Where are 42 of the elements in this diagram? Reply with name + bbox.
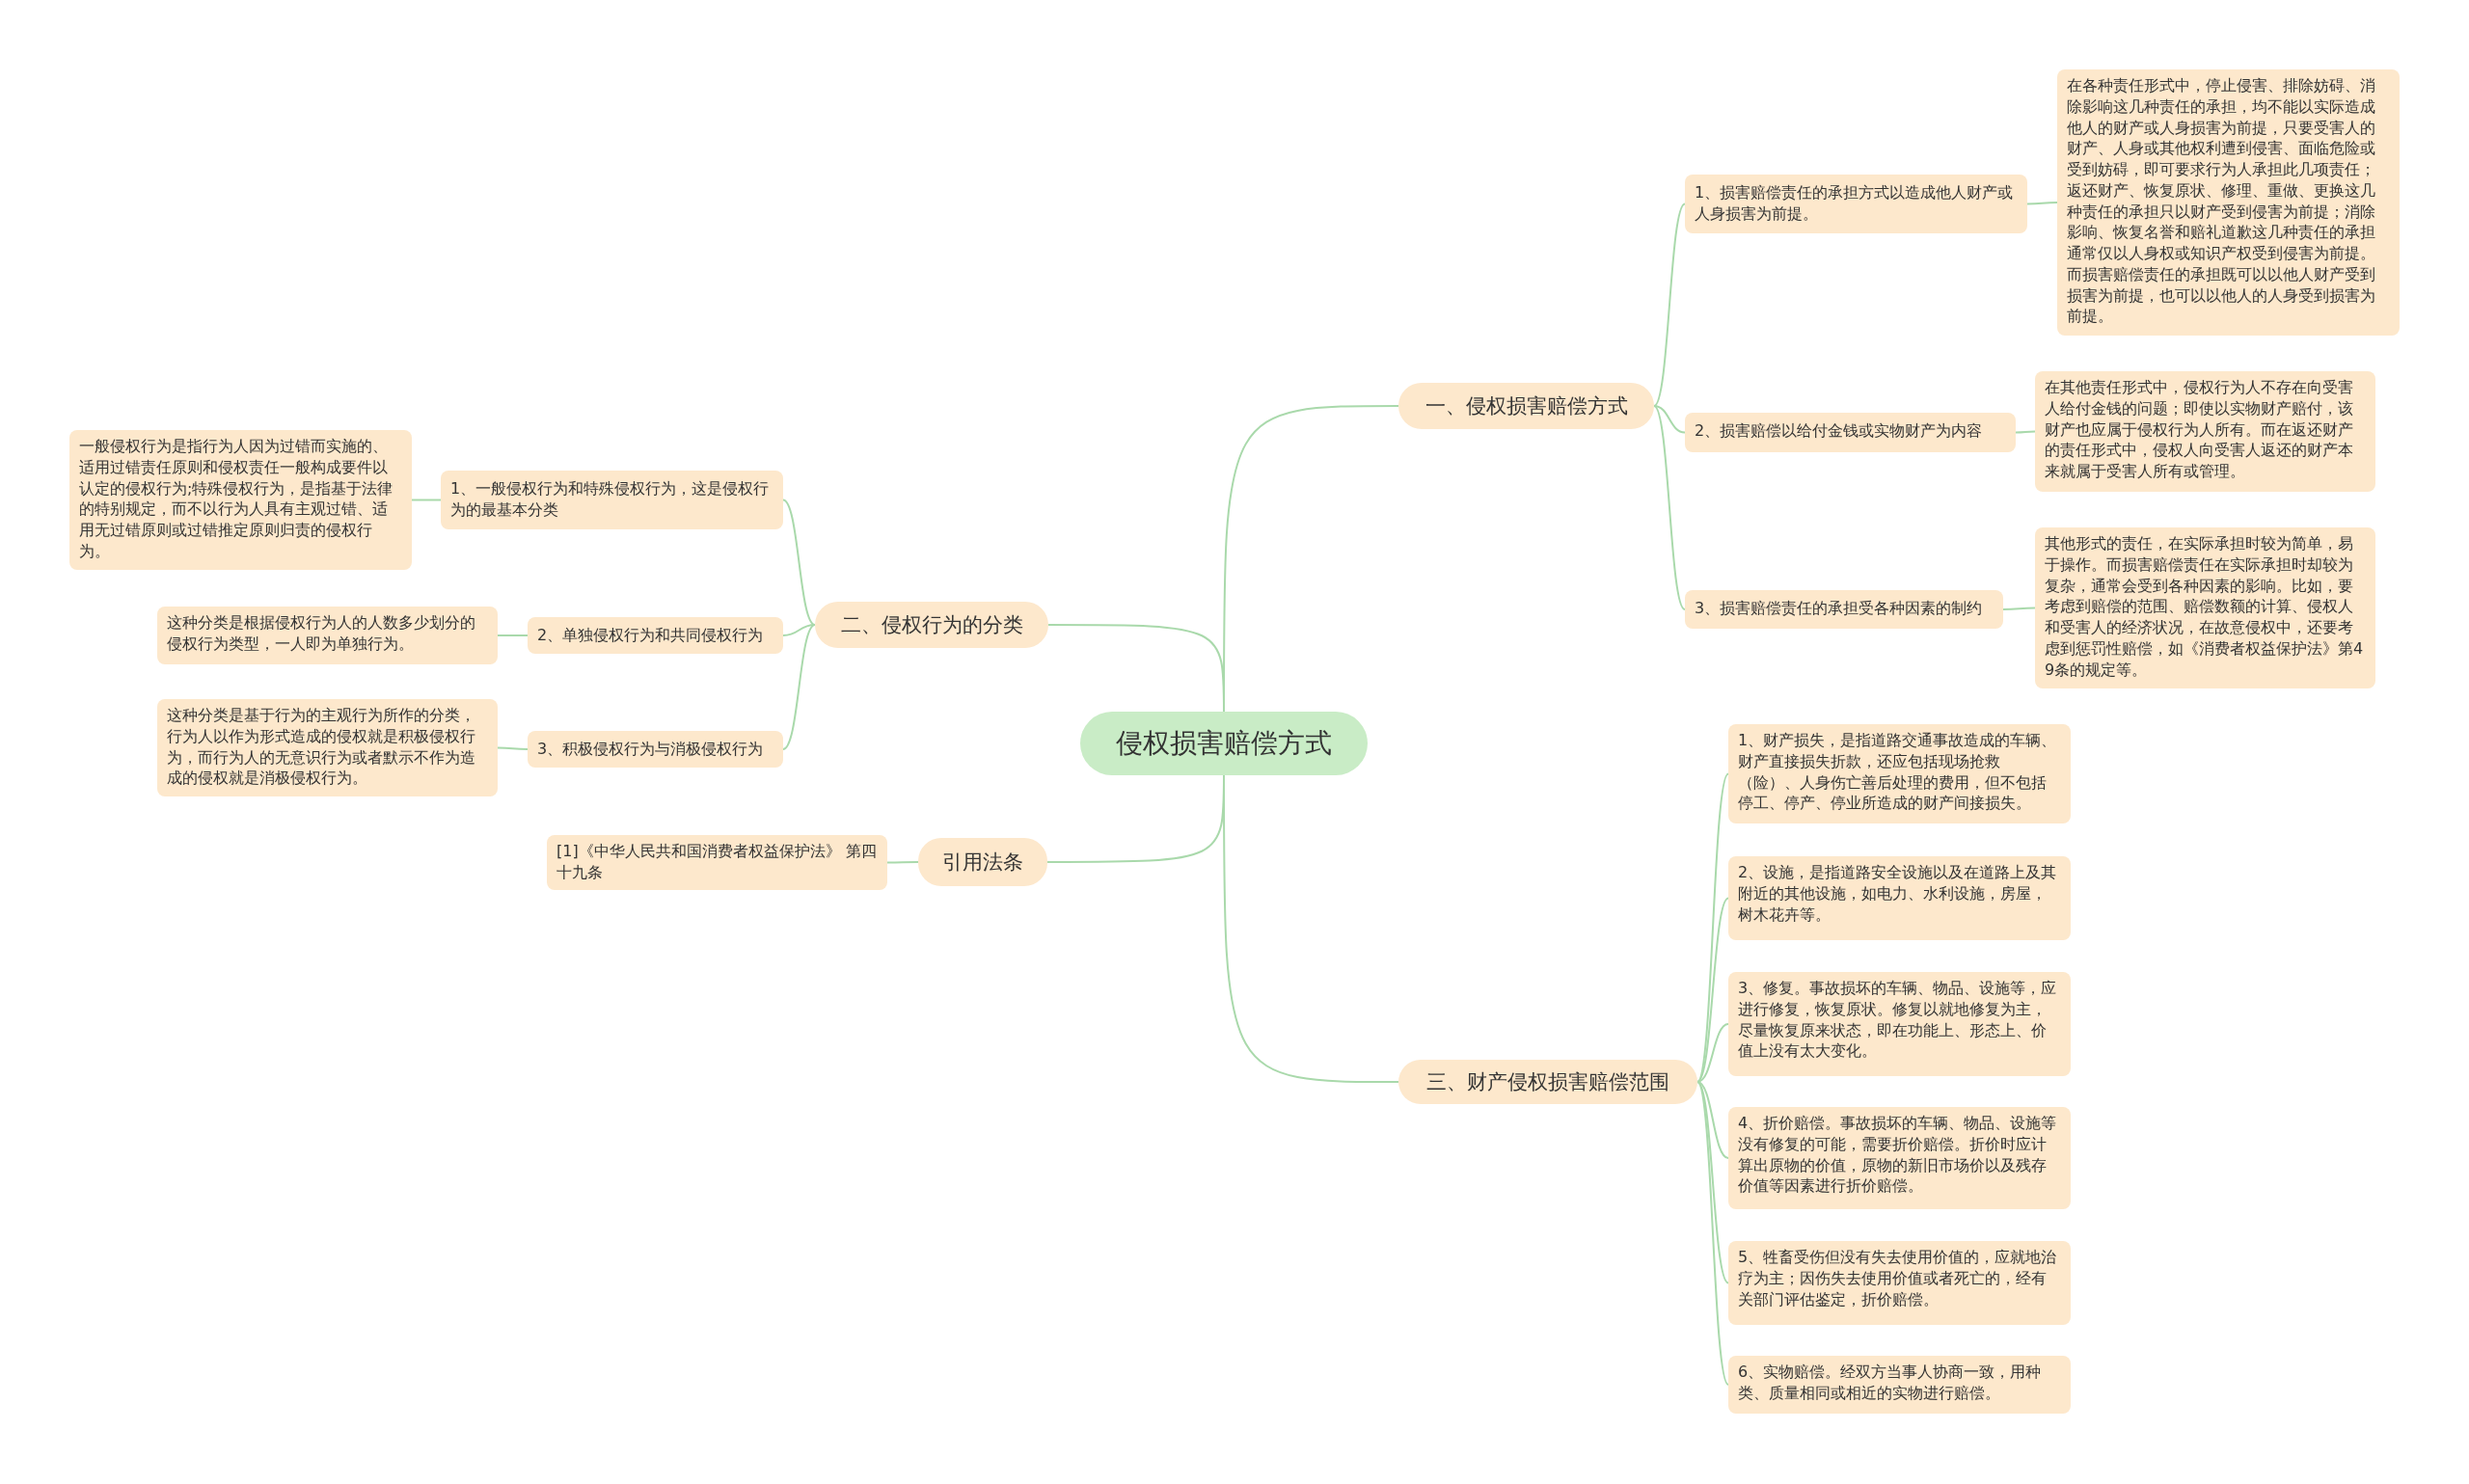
subtopic-box: 2、单独侵权行为和共同侵权行为: [528, 617, 783, 654]
connector-line: [497, 746, 529, 750]
connector-line: [497, 634, 529, 636]
connector-line: [1696, 1081, 1729, 1386]
branch-box: 一、侵权损害赔偿方式: [1398, 383, 1654, 429]
branch-box: 引用法条: [918, 838, 1047, 886]
connector-line: [1696, 1023, 1729, 1083]
note-box: 5、牲畜受伤但没有失去使用价值的，应就地治疗为主；因伤失去使用价值或者死亡的，经有关部门评估鉴定，折价赔偿。: [1728, 1241, 2071, 1325]
note-box: 这种分类是基于行为的主观行为所作的分类，行为人以作为形式造成的侵权就是积极侵权行为，而行为人的无意识行为或者默示不作为造成的侵权就是消极侵权行为。: [157, 699, 498, 796]
note-box: 6、实物赔偿。经双方当事人协商一致，用种类、质量相同或相近的实物进行赔偿。: [1728, 1356, 2071, 1414]
note-box: 一般侵权行为是指行为人因为过错而实施的、适用过错责任原则和侵权责任一般构成要件以认定的侵权行为;特殊侵权行为，是指基于法律的特别规定，而不以行为人具有主观过错、适用无过错原则或过错推定原则归责的侵权行为。: [69, 430, 412, 570]
connector-line: [782, 499, 816, 626]
connector-line: [1653, 405, 1686, 434]
connector-line: [1696, 897, 1729, 1083]
subtopic-box: 3、积极侵权行为与消极侵权行为: [528, 731, 783, 768]
connector-line: [886, 861, 919, 864]
note-box: 在各种责任形式中，停止侵害、排除妨碍、消除影响这几种责任的承担，均不能以实际造成他人的财产或人身损害为前提，只要受害人的财产、人身或其他权利遭到侵害、面临危险或受到妨碍，即可要求行为人承担此几项责任；返还财产、恢复原状、修理、重做、更换这几种责任的承担只以财产受到侵害为前提；消除影响、恢复名誉和赔礼道歉这几种责任的承担通常仅以人身权或知识产权受到侵害为前提。而损害赔偿责任的承担既可以以他人财产受到损害为前提，也可以以他人的人身受到损害为前提。: [2057, 69, 2400, 336]
branch-box: 二、侵权行为的分类: [815, 602, 1048, 648]
note-box: 其他形式的责任，在实际承担时较为简单，易于操作。而损害赔偿责任在实际承担时却较为复杂，通常会受到各种因素的影响。比如，要考虑到赔偿的范围、赔偿数额的计算、侵权人和受害人的经济状况，在故意侵权中，还要考虑到惩罚性赔偿，如《消费者权益保护法》第49条的规定等。: [2035, 527, 2375, 688]
connector-line: [1696, 772, 1729, 1083]
topic-box: 侵权损害赔偿方式: [1080, 712, 1368, 775]
subtopic-box: 1、损害赔偿责任的承担方式以造成他人财产或人身损害为前提。: [1685, 175, 2027, 233]
connector-line: [411, 499, 442, 501]
connector-line: [1696, 1081, 1729, 1159]
connector-line: [2026, 202, 2058, 205]
note-box: 3、修复。事故损坏的车辆、物品、设施等，应进行修复，恢复原状。修复以就地修复为主，尽量恢复原来状态，即在功能上、形态上、价值上没有太大变化。: [1728, 972, 2071, 1076]
note-box: 在其他责任形式中，侵权行为人不存在向受害人给付金钱的问题；即使以实物财产赔付，该财产也应属于侵权行为人所有。而在返还财产的责任形式中，侵权人向受害人返还的财产本来就属于受害人所有或管理。: [2035, 371, 2375, 492]
connector-line: [2002, 607, 2036, 610]
branch-box: 三、财产侵权损害赔偿范围: [1398, 1060, 1697, 1104]
subtopic-box: 1、一般侵权行为和特殊侵权行为，这是侵权行为的最基本分类: [441, 471, 783, 529]
subtopic-box: 2、损害赔偿以给付金钱或实物财产为内容: [1685, 413, 2016, 452]
connector-line: [782, 624, 816, 750]
note-box: 1、财产损失，是指道路交通事故造成的车辆、财产直接损失折款，还应包括现场抢救（险）、人身伤亡善后处理的费用，但不包括停工、停产、停业所造成的财产间接损失。: [1728, 724, 2071, 823]
note-box: 这种分类是根据侵权行为人的人数多少划分的侵权行为类型，一人即为单独行为。: [157, 607, 498, 664]
subtopic-box: 3、损害赔偿责任的承担受各种因素的制约: [1685, 590, 2003, 629]
note-box: 2、设施，是指道路安全设施以及在道路上及其附近的其他设施，如电力、水利设施，房屋，树木花卉等。: [1728, 856, 2071, 940]
connector-line: [1047, 624, 1225, 713]
connector-line: [2015, 430, 2036, 434]
connector-line: [1653, 405, 1686, 610]
note-box: [1]《中华人民共和国消费者权益保护法》 第四十九条: [547, 835, 887, 890]
connector-line: [1653, 202, 1686, 407]
note-box: 4、折价赔偿。事故损坏的车辆、物品、设施等没有修复的可能，需要折价赔偿。折价时应计算出原物的价值，原物的新旧市场价以及残存价值等因素进行折价赔偿。: [1728, 1107, 2071, 1209]
